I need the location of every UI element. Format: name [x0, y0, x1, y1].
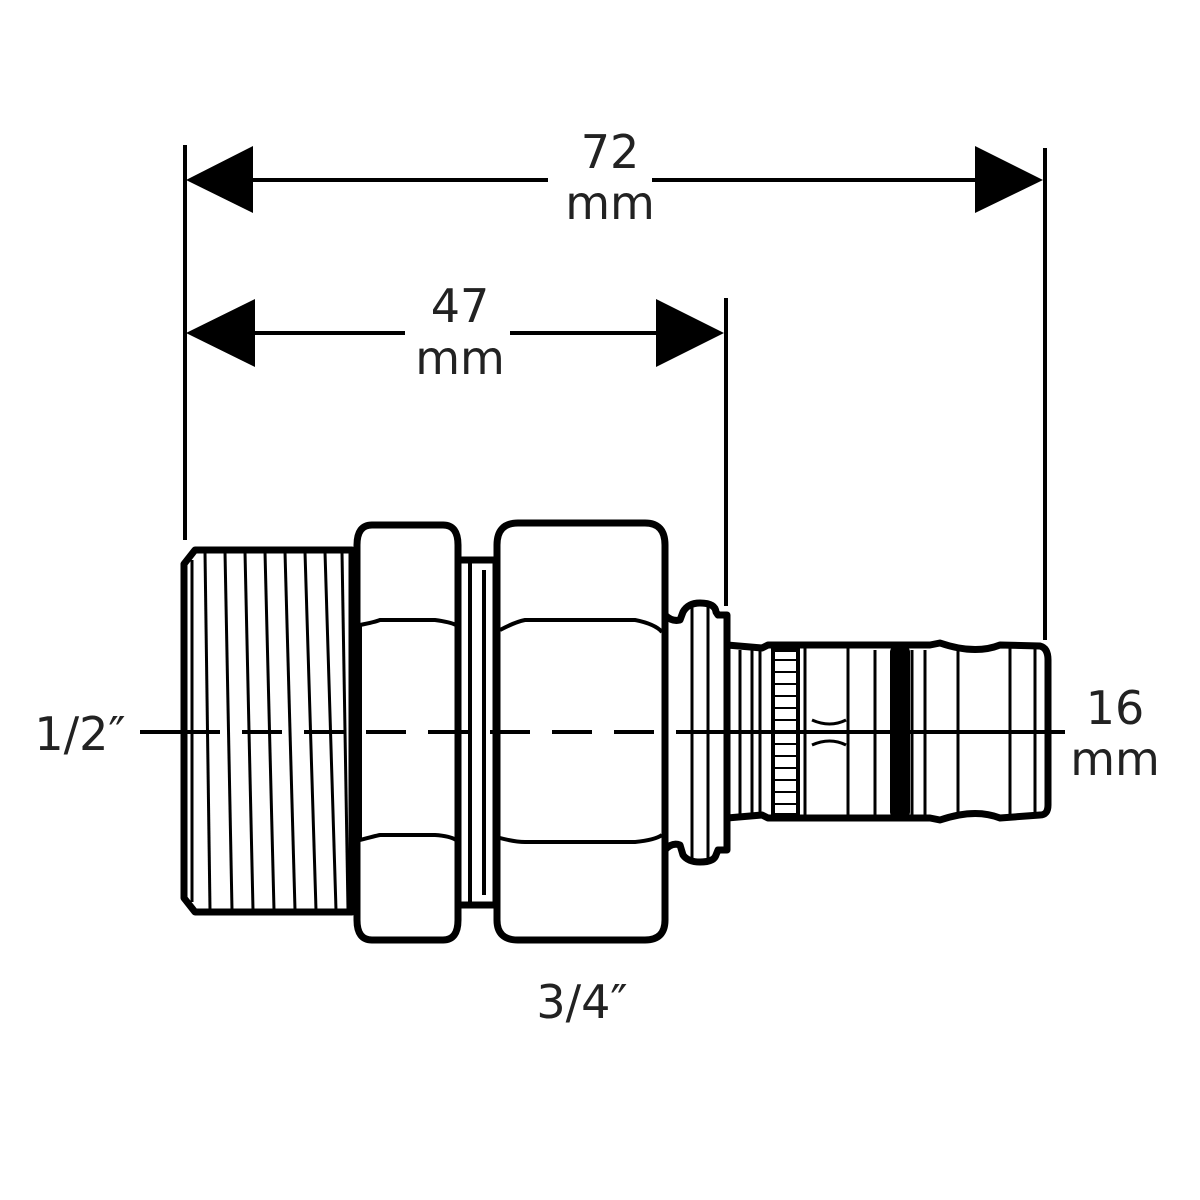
fitting: [180, 519, 1052, 944]
dimension-overall-length: 72 mm: [186, 125, 1043, 230]
hex-body-facets: [358, 618, 458, 842]
arrow-left-icon: [186, 146, 253, 213]
pipe-size-unit: mm: [1070, 732, 1160, 786]
insertion-length-value: 47: [431, 279, 490, 333]
pipe-size-value: 16: [1086, 681, 1145, 735]
overall-length-unit: mm: [565, 176, 655, 230]
insertion-length-unit: mm: [415, 331, 505, 385]
arrow-left-icon: [186, 299, 255, 367]
thread-size-label: 1/2″: [34, 707, 125, 761]
extension-lines: [183, 145, 1047, 640]
nut-facets: [499, 618, 664, 844]
overall-length-value: 72: [581, 125, 640, 179]
nut-size-label: 3/4″: [536, 975, 627, 1029]
dimension-insertion-length: 47 mm: [186, 279, 724, 385]
arrow-right-icon: [975, 146, 1043, 213]
arrow-right-icon: [656, 299, 724, 367]
